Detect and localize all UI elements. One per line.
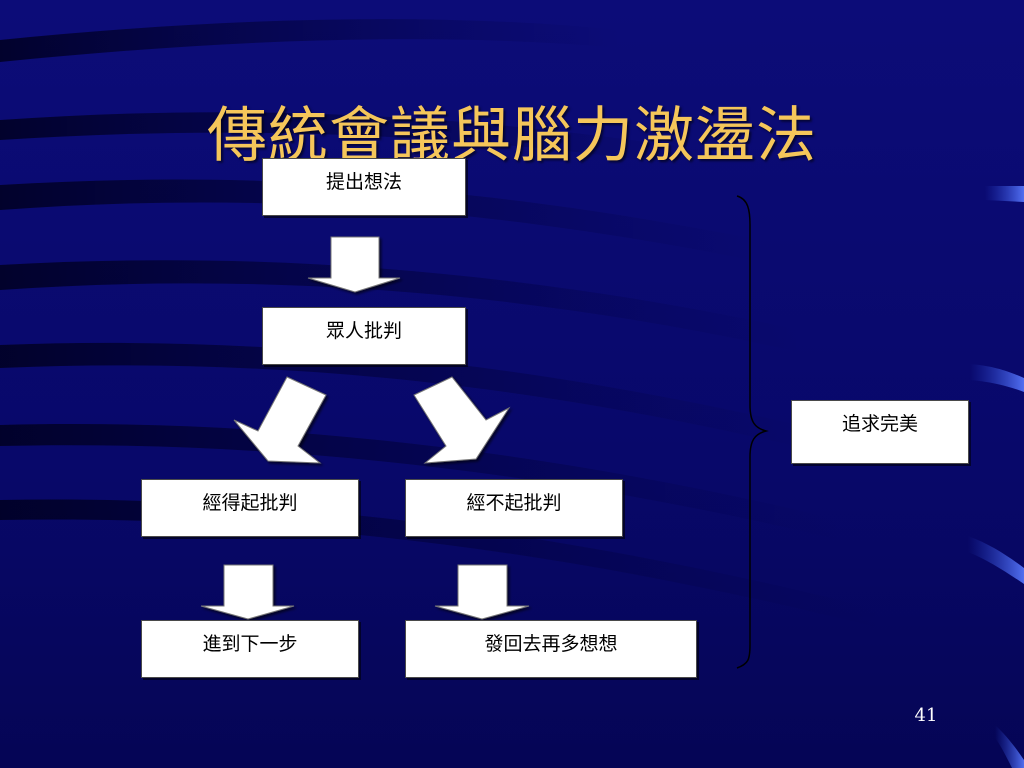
node-survives-critique: 經得起批判 (141, 479, 359, 537)
arrow-down-icon (200, 564, 295, 620)
node-fails-critique: 經不起批判 (405, 479, 623, 537)
arrow-down-icon (307, 236, 401, 293)
node-propose-idea: 提出想法 (262, 158, 466, 216)
right-brace (736, 195, 769, 669)
arrow-down-left-icon (233, 376, 327, 464)
node-group-critique: 眾人批判 (262, 307, 466, 365)
arrow-down-icon (434, 564, 530, 620)
page-number: 41 (914, 705, 938, 726)
arrow-down-right-icon (413, 376, 511, 464)
node-next-step: 進到下一步 (141, 620, 359, 678)
node-pursue-perfection: 追求完美 (791, 400, 969, 464)
node-rethink: 發回去再多想想 (405, 620, 697, 678)
